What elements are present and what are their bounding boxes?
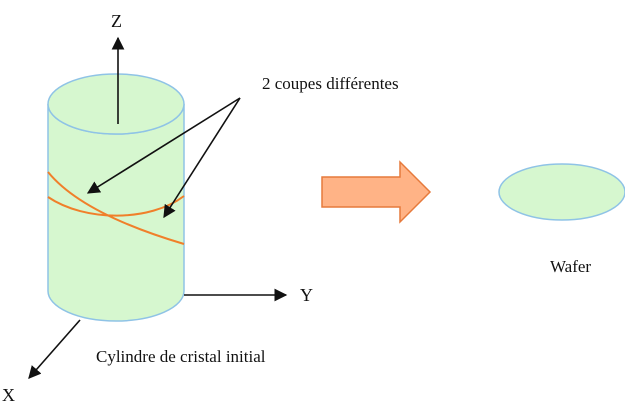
cut-pointer-arrows [86,97,241,219]
cylinder-top [47,73,185,135]
wafer-disc [498,163,625,221]
wafer-label: Wafer [550,257,591,276]
axis-x [28,319,81,379]
axis-x-label: X [2,385,15,405]
cylinder-body [47,103,185,322]
cylinder-label: Cylindre de cristal initial [96,347,266,366]
pointer-arrow-1 [86,97,241,194]
axis-y-label: Y [300,285,313,305]
cuts-label: 2 coupes différentes [262,74,399,93]
crystal-cylinder [47,73,185,322]
transform-arrow [321,160,432,224]
pointer-arrow-2 [163,97,241,219]
axis-z-label: Z [111,11,122,31]
